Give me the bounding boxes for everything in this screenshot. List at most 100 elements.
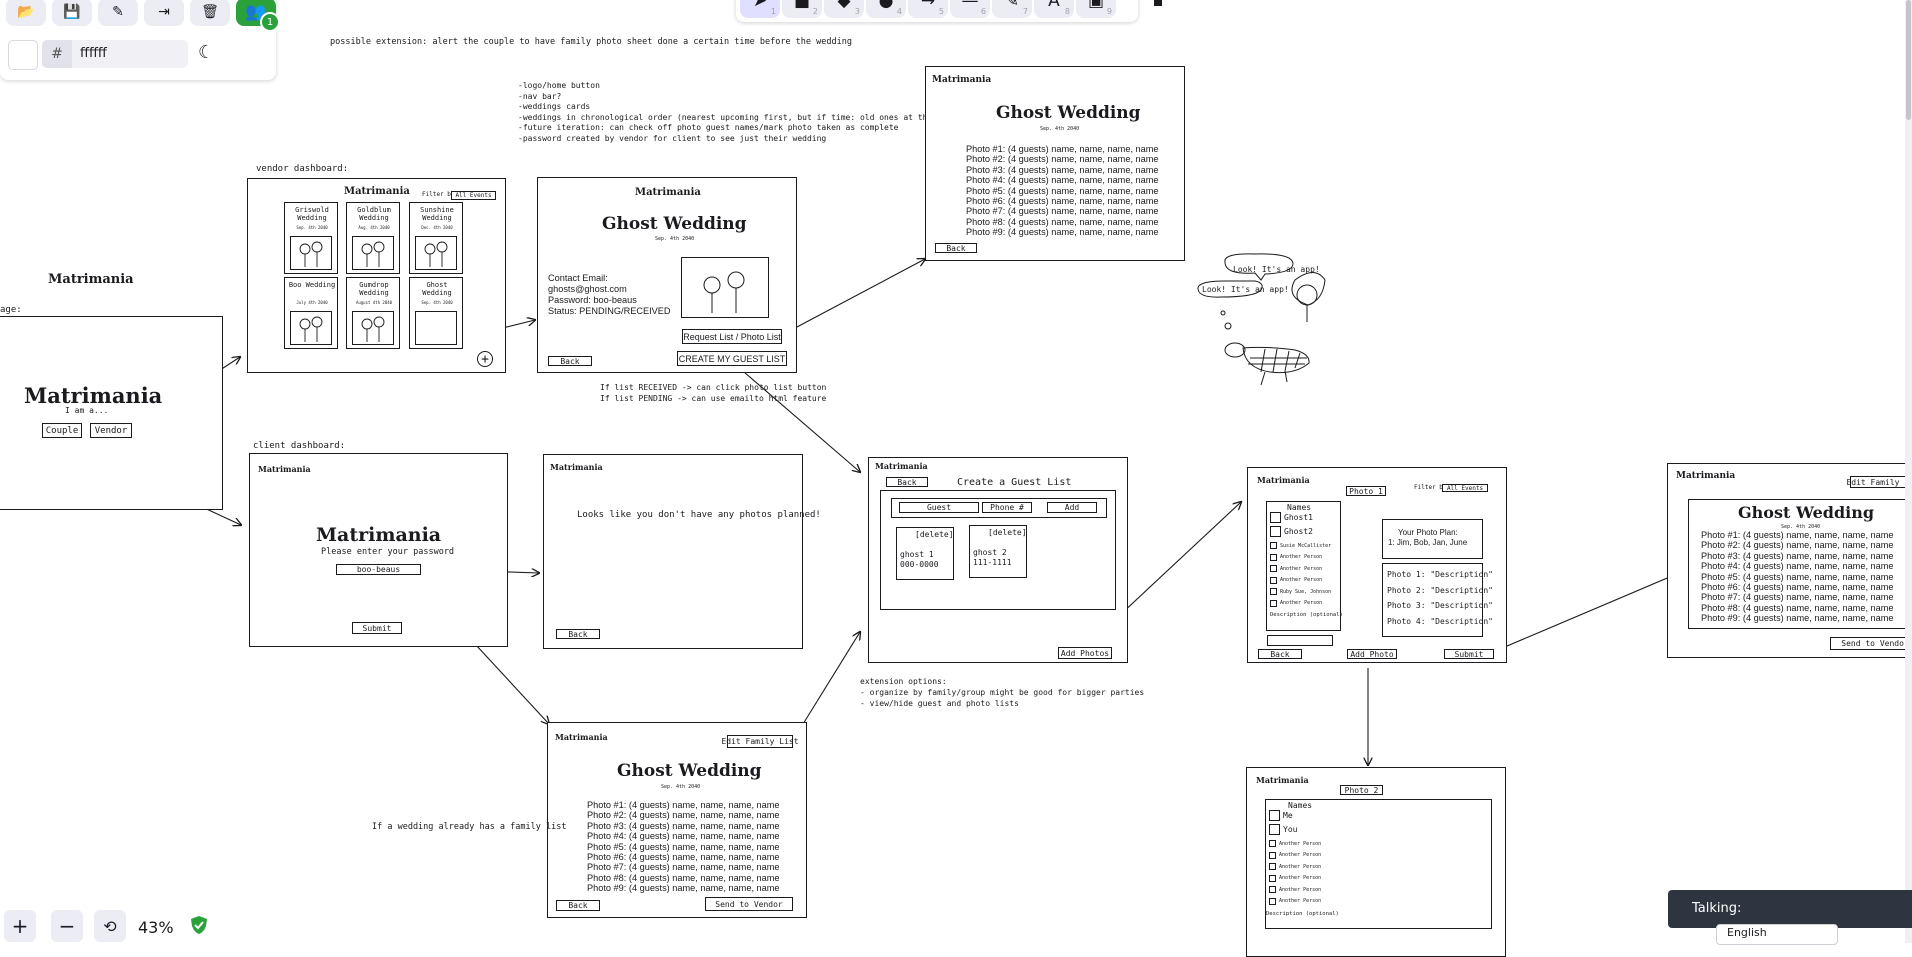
name-checkbox-row[interactable]: Susie McCallister (1270, 542, 1331, 549)
name-checkbox-row[interactable]: Another Person (1270, 599, 1322, 607)
image-tool[interactable]: ▣9 (1076, 0, 1116, 18)
checkbox[interactable] (1269, 840, 1276, 847)
checkbox[interactable] (1270, 553, 1277, 561)
checkbox[interactable] (1270, 542, 1277, 549)
name-checkbox-row[interactable]: Ghost1 (1270, 512, 1313, 523)
login-submit-button[interactable]: Submit (352, 622, 402, 634)
add-guest-button[interactable]: Add (1047, 502, 1097, 513)
language-value[interactable]: English (1727, 926, 1767, 939)
family-back-button[interactable]: Back (556, 900, 600, 911)
name-checkbox-row[interactable]: You (1269, 824, 1297, 835)
vendor-button[interactable]: Vendor (90, 423, 132, 438)
final-send-button[interactable]: Send to Vendor (1830, 637, 1912, 650)
ellipse-tool[interactable]: ●4 (866, 0, 906, 18)
guest-list-back-button[interactable]: Back (886, 477, 928, 487)
no-photos-back-button[interactable]: Back (556, 629, 600, 639)
checkbox[interactable] (1270, 576, 1277, 584)
diamond-tool[interactable]: ◆3 (824, 0, 864, 18)
checkbox[interactable] (1269, 824, 1280, 835)
checkbox[interactable] (1269, 851, 1276, 859)
name-checkbox-row[interactable]: Another Person (1269, 840, 1321, 847)
detail-date: Sep. 4th 2040 (655, 236, 695, 242)
checkbox[interactable] (1269, 874, 1276, 882)
phone-input[interactable]: Phone # (982, 502, 1032, 513)
add-wedding-button[interactable]: + (477, 351, 493, 367)
name-checkbox-row[interactable]: Another Person (1270, 553, 1322, 561)
photo-descriptions-box: Photo 1: "Description"Photo 2: "Descript… (1382, 563, 1493, 637)
final-edit-family-button[interactable]: Edit Family List (1846, 476, 1912, 488)
editor-submit-button[interactable]: Submit (1444, 649, 1494, 659)
photo-tab[interactable]: Photo 1 (1346, 486, 1386, 496)
editor-filter-select[interactable]: All Events (1442, 484, 1488, 492)
collaborators-icon[interactable]: 👥1 (236, 0, 280, 32)
name-checkbox-row[interactable]: Another Person (1270, 565, 1322, 572)
checkbox[interactable] (1270, 512, 1281, 523)
name-checkbox-row[interactable]: Me (1269, 810, 1293, 821)
hex-value[interactable]: ffffff (80, 46, 107, 61)
reset-zoom-icon[interactable]: ⟲ (94, 910, 126, 942)
trash-icon[interactable]: 🗑 (190, 0, 230, 26)
checkbox[interactable] (1270, 588, 1277, 595)
color-swatch[interactable] (8, 40, 38, 70)
checkbox[interactable] (1270, 565, 1277, 572)
filter-select[interactable]: All Events (451, 191, 496, 200)
language-select[interactable]: English (1716, 924, 1838, 945)
export-image-icon[interactable]: ✎ (98, 0, 138, 26)
hex-color-input[interactable]: # ffffff (42, 40, 188, 68)
photo-list-brand: Matrimania (932, 75, 992, 85)
lock-icon[interactable] (1154, 0, 1162, 6)
name-checkbox-row[interactable]: Another Person (1269, 874, 1321, 882)
checkbox[interactable] (1270, 526, 1281, 537)
selection-tool[interactable]: ➤1 (740, 0, 780, 18)
checkbox[interactable] (1269, 897, 1276, 905)
name-checkbox-row[interactable]: Another Person (1269, 851, 1321, 859)
scrollbar-thumb[interactable] (1906, 0, 1911, 120)
guest-name-input[interactable]: Guest (899, 502, 979, 513)
detail-back-button[interactable]: Back (548, 356, 592, 366)
checkbox[interactable] (1270, 599, 1277, 607)
request-list-button[interactable]: Request List / Photo List (682, 329, 782, 344)
family-send-button[interactable]: Send to Vendor (705, 897, 793, 911)
checkbox[interactable] (1269, 863, 1276, 870)
delete-link[interactable]: [delete] (915, 530, 954, 539)
couple-button[interactable]: Couple (42, 423, 82, 438)
name-checkbox-row[interactable]: Another Person (1269, 897, 1321, 905)
rectangle-tool[interactable]: ■2 (782, 0, 822, 18)
scrollbar-track[interactable] (1905, 0, 1912, 943)
export-icon[interactable]: ⇥ (144, 0, 184, 26)
open-icon[interactable]: 📂 (6, 0, 46, 26)
name-checkbox-row[interactable]: Another Person (1269, 886, 1321, 893)
description-input[interactable] (1267, 635, 1333, 646)
name-checkbox-row[interactable]: Another Person (1269, 863, 1321, 870)
name-checkbox-row[interactable]: Ruby Sue, Johnson (1270, 588, 1331, 595)
zoom-out-button[interactable]: − (51, 910, 83, 942)
line-tool[interactable]: —6 (950, 0, 990, 18)
delete-link[interactable]: [delete] (988, 528, 1027, 537)
create-guest-list-button[interactable]: CREATE MY GUEST LIST (677, 351, 787, 366)
password-input[interactable]: boo-beaus (336, 564, 421, 575)
moon-icon[interactable]: ☾ (198, 42, 215, 63)
photo-list-back-button[interactable]: Back (935, 243, 977, 253)
shortcut-key: 2 (812, 7, 818, 16)
add-photo-button[interactable]: Add Photo (1347, 649, 1397, 659)
draw-tool[interactable]: ✎7 (992, 0, 1032, 18)
add-photos-button[interactable]: Add Photos (1058, 647, 1112, 659)
zoom-in-button[interactable]: + (4, 910, 36, 942)
checkbox[interactable] (1269, 810, 1280, 821)
arrow-tool[interactable]: →5 (908, 0, 948, 18)
photo-2-tab[interactable]: Photo 2 (1340, 785, 1383, 795)
name-checkbox-row[interactable]: Ghost2 (1270, 526, 1313, 537)
checkbox[interactable] (1269, 886, 1276, 893)
editor-back-button[interactable]: Back (1258, 649, 1302, 659)
save-icon[interactable]: 💾 (52, 0, 92, 26)
family-edit-button[interactable]: Edit Family List (721, 735, 799, 748)
name-checkbox-row[interactable]: Another Person (1270, 576, 1322, 584)
